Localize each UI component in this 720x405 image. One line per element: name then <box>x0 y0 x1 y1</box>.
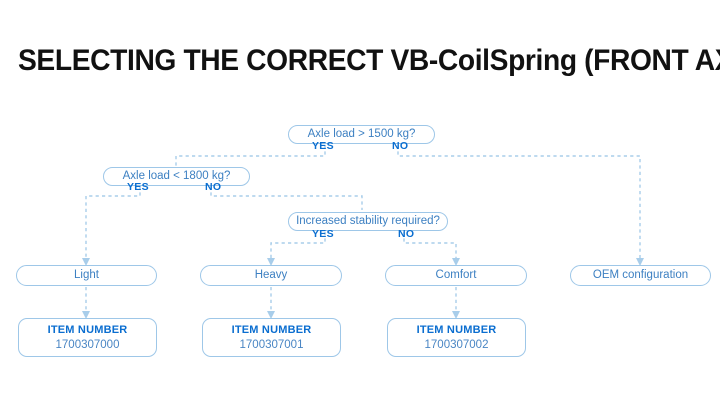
decision-no-label-1: NO <box>392 140 409 152</box>
decision-no-label-2: NO <box>205 181 222 193</box>
result-node-comfort[interactable]: Comfort <box>385 265 527 286</box>
decision-yes-label-3: YES <box>312 228 334 240</box>
result-node-heavy[interactable]: Heavy <box>200 265 342 286</box>
decision-yes-label-1: YES <box>312 140 334 152</box>
result-label: Heavy <box>254 269 288 281</box>
page-title: SELECTING THE CORRECT VB-CoilSpring (FRO… <box>18 44 720 77</box>
decision-node-axle-load-1500[interactable]: Axle load > 1500 kg? <box>288 125 435 144</box>
result-label: OEM configuration <box>592 269 689 281</box>
item-number-title: ITEM NUMBER <box>231 323 312 336</box>
item-number-box-light[interactable]: ITEM NUMBER 1700307000 <box>18 318 157 357</box>
decision-label: Axle load < 1800 kg? <box>122 170 231 182</box>
item-number-value: 1700307001 <box>239 338 304 351</box>
item-number-box-comfort[interactable]: ITEM NUMBER 1700307002 <box>387 318 526 357</box>
result-label: Light <box>74 269 99 281</box>
decision-label: Increased stability required? <box>296 215 440 227</box>
item-number-value: 1700307002 <box>424 338 489 351</box>
decision-node-increased-stability[interactable]: Increased stability required? <box>288 212 448 231</box>
decision-no-label-3: NO <box>398 228 415 240</box>
decision-yes-label-2: YES <box>127 181 149 193</box>
result-label: Comfort <box>435 269 477 281</box>
item-number-box-heavy[interactable]: ITEM NUMBER 1700307001 <box>202 318 341 357</box>
item-number-title: ITEM NUMBER <box>47 323 128 336</box>
item-number-title: ITEM NUMBER <box>416 323 497 336</box>
decision-node-axle-load-1800[interactable]: Axle load < 1800 kg? <box>103 167 250 186</box>
result-node-light[interactable]: Light <box>16 265 157 286</box>
result-node-oem-configuration[interactable]: OEM configuration <box>570 265 711 286</box>
item-number-value: 1700307000 <box>55 338 120 351</box>
decision-label: Axle load > 1500 kg? <box>307 128 416 140</box>
